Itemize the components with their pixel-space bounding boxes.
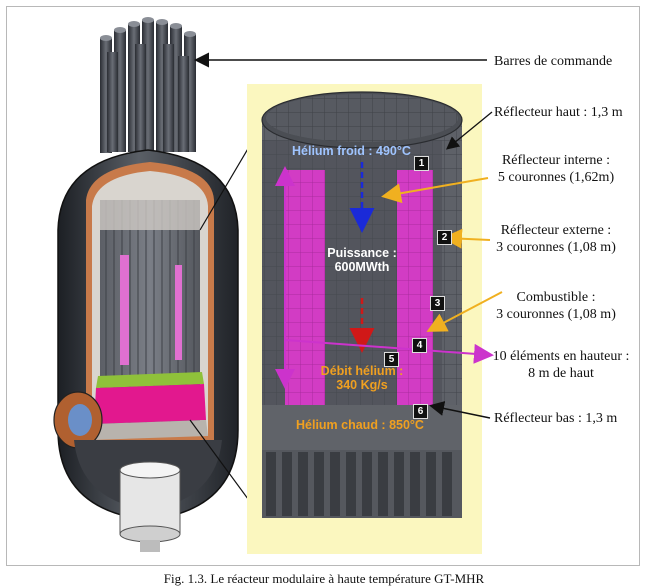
- label-inner-reflector-line1: Réflecteur interne :: [501, 153, 611, 168]
- label-top-reflector: Réflecteur haut : 1,3 m: [494, 105, 623, 120]
- figure-caption: Fig. 1.3. Le réacteur modulaire à haute …: [163, 571, 485, 586]
- reactor-vessel: [53, 17, 239, 552]
- flow-label-line1: Débit hélium :: [320, 364, 404, 378]
- flow-label-line2: 340 Kg/s: [336, 378, 388, 392]
- control-rods: [100, 17, 196, 153]
- marker-4: 4: [412, 338, 427, 353]
- label-elements-height-line2: 8 m de haut: [528, 366, 594, 381]
- marker-5: 5: [384, 352, 399, 367]
- label-elements-height: 10 éléments en hauteur : 8 m de haut: [486, 348, 636, 382]
- marker-2: 2: [437, 230, 452, 245]
- label-control-rods: Barres de commande: [494, 54, 613, 69]
- helium-hot-label: Hélium chaud : 850°C: [296, 418, 424, 432]
- label-fuel: Combustible : 3 couronnes (1,08 m): [484, 289, 628, 323]
- flow-label: Débit hélium : 340 Kg/s: [316, 364, 408, 392]
- marker-3: 3: [430, 296, 445, 311]
- label-elements-height-line1: 10 éléments en hauteur :: [492, 349, 630, 364]
- label-outer-reflector-line1: Réflecteur externe :: [500, 223, 612, 238]
- power-label-line1: Puissance :: [327, 246, 397, 260]
- power-label-line2: 600MWth: [334, 260, 390, 274]
- label-inner-reflector-line2: 5 couronnes (1,62m): [497, 170, 615, 185]
- figure-frame: [6, 6, 640, 566]
- label-fuel-line2: 3 couronnes (1,08 m): [496, 307, 616, 322]
- label-outer-reflector: Réflecteur externe : 3 couronnes (1,08 m…: [484, 222, 628, 256]
- marker-1: 1: [414, 156, 429, 171]
- label-fuel-line1: Combustible :: [516, 290, 596, 305]
- label-outer-reflector-line2: 3 couronnes (1,08 m): [496, 240, 616, 255]
- power-label: Puissance : 600MWth: [326, 246, 398, 274]
- helium-cold-label: Hélium froid : 490°C: [292, 144, 411, 158]
- label-bottom-reflector: Réflecteur bas : 1,3 m: [494, 411, 618, 426]
- label-inner-reflector: Réflecteur interne : 5 couronnes (1,62m): [484, 152, 628, 186]
- core-section: [261, 91, 463, 518]
- marker-6: 6: [413, 404, 428, 419]
